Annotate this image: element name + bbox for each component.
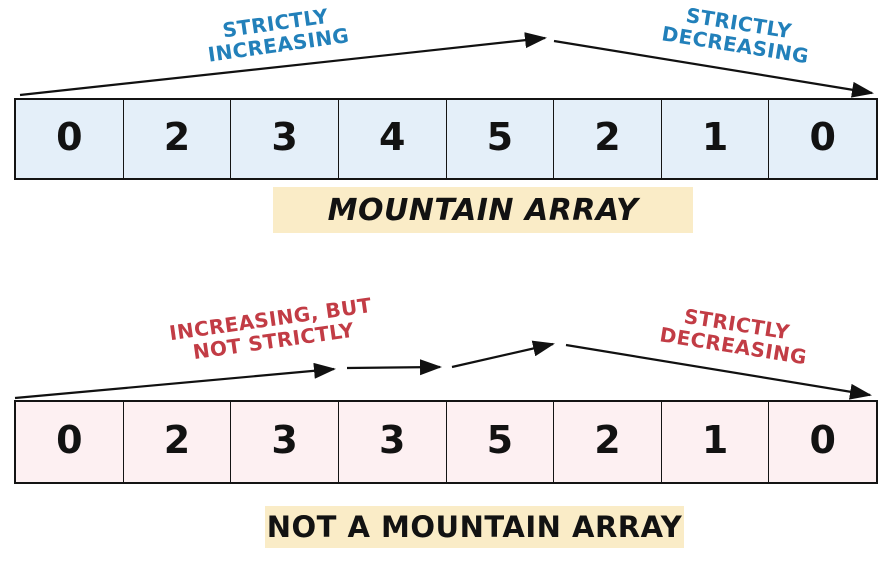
array-cell: 4 [339,100,447,178]
array-cell: 2 [124,100,232,178]
not-mountain-increasing-arrow-2 [451,340,555,369]
not-mountain-flat-arrow [346,359,442,376]
array-cell: 3 [231,100,339,178]
array-cell: 2 [124,402,232,482]
not-mountain-decreasing-label: STRICTLY DECREASING [638,298,833,372]
array-cell: 5 [447,100,555,178]
mountain-array: 0 2 3 4 5 2 1 0 [14,98,878,180]
array-cell: 0 [809,115,836,159]
array-cell: 1 [662,100,770,178]
not-mountain-caption: NOT A MOUNTAIN ARRAY [265,506,684,548]
array-cell: 3 [339,402,447,482]
array-cell: 3 [231,402,339,482]
array-cell: 0 [16,100,124,178]
array-cell: 2 [554,402,662,482]
array-cell: 0 [809,418,836,462]
mountain-caption: MOUNTAIN ARRAY [273,187,693,233]
not-mountain-increasing-label: INCREASING, BUT NOT STRICTLY [165,293,379,368]
array-cell: 5 [447,402,555,482]
mountain-decreasing-label: STRICTLY DECREASING [640,0,835,71]
array-cell: 1 [662,402,770,482]
not-mountain-increasing-arrow-1 [14,362,336,400]
array-cell: 2 [554,100,662,178]
mountain-increasing-label: STRICTLY INCREASING [180,0,374,70]
not-mountain-array: 0 2 3 3 5 2 1 0 [14,400,878,484]
array-cell: 0 [16,402,124,482]
